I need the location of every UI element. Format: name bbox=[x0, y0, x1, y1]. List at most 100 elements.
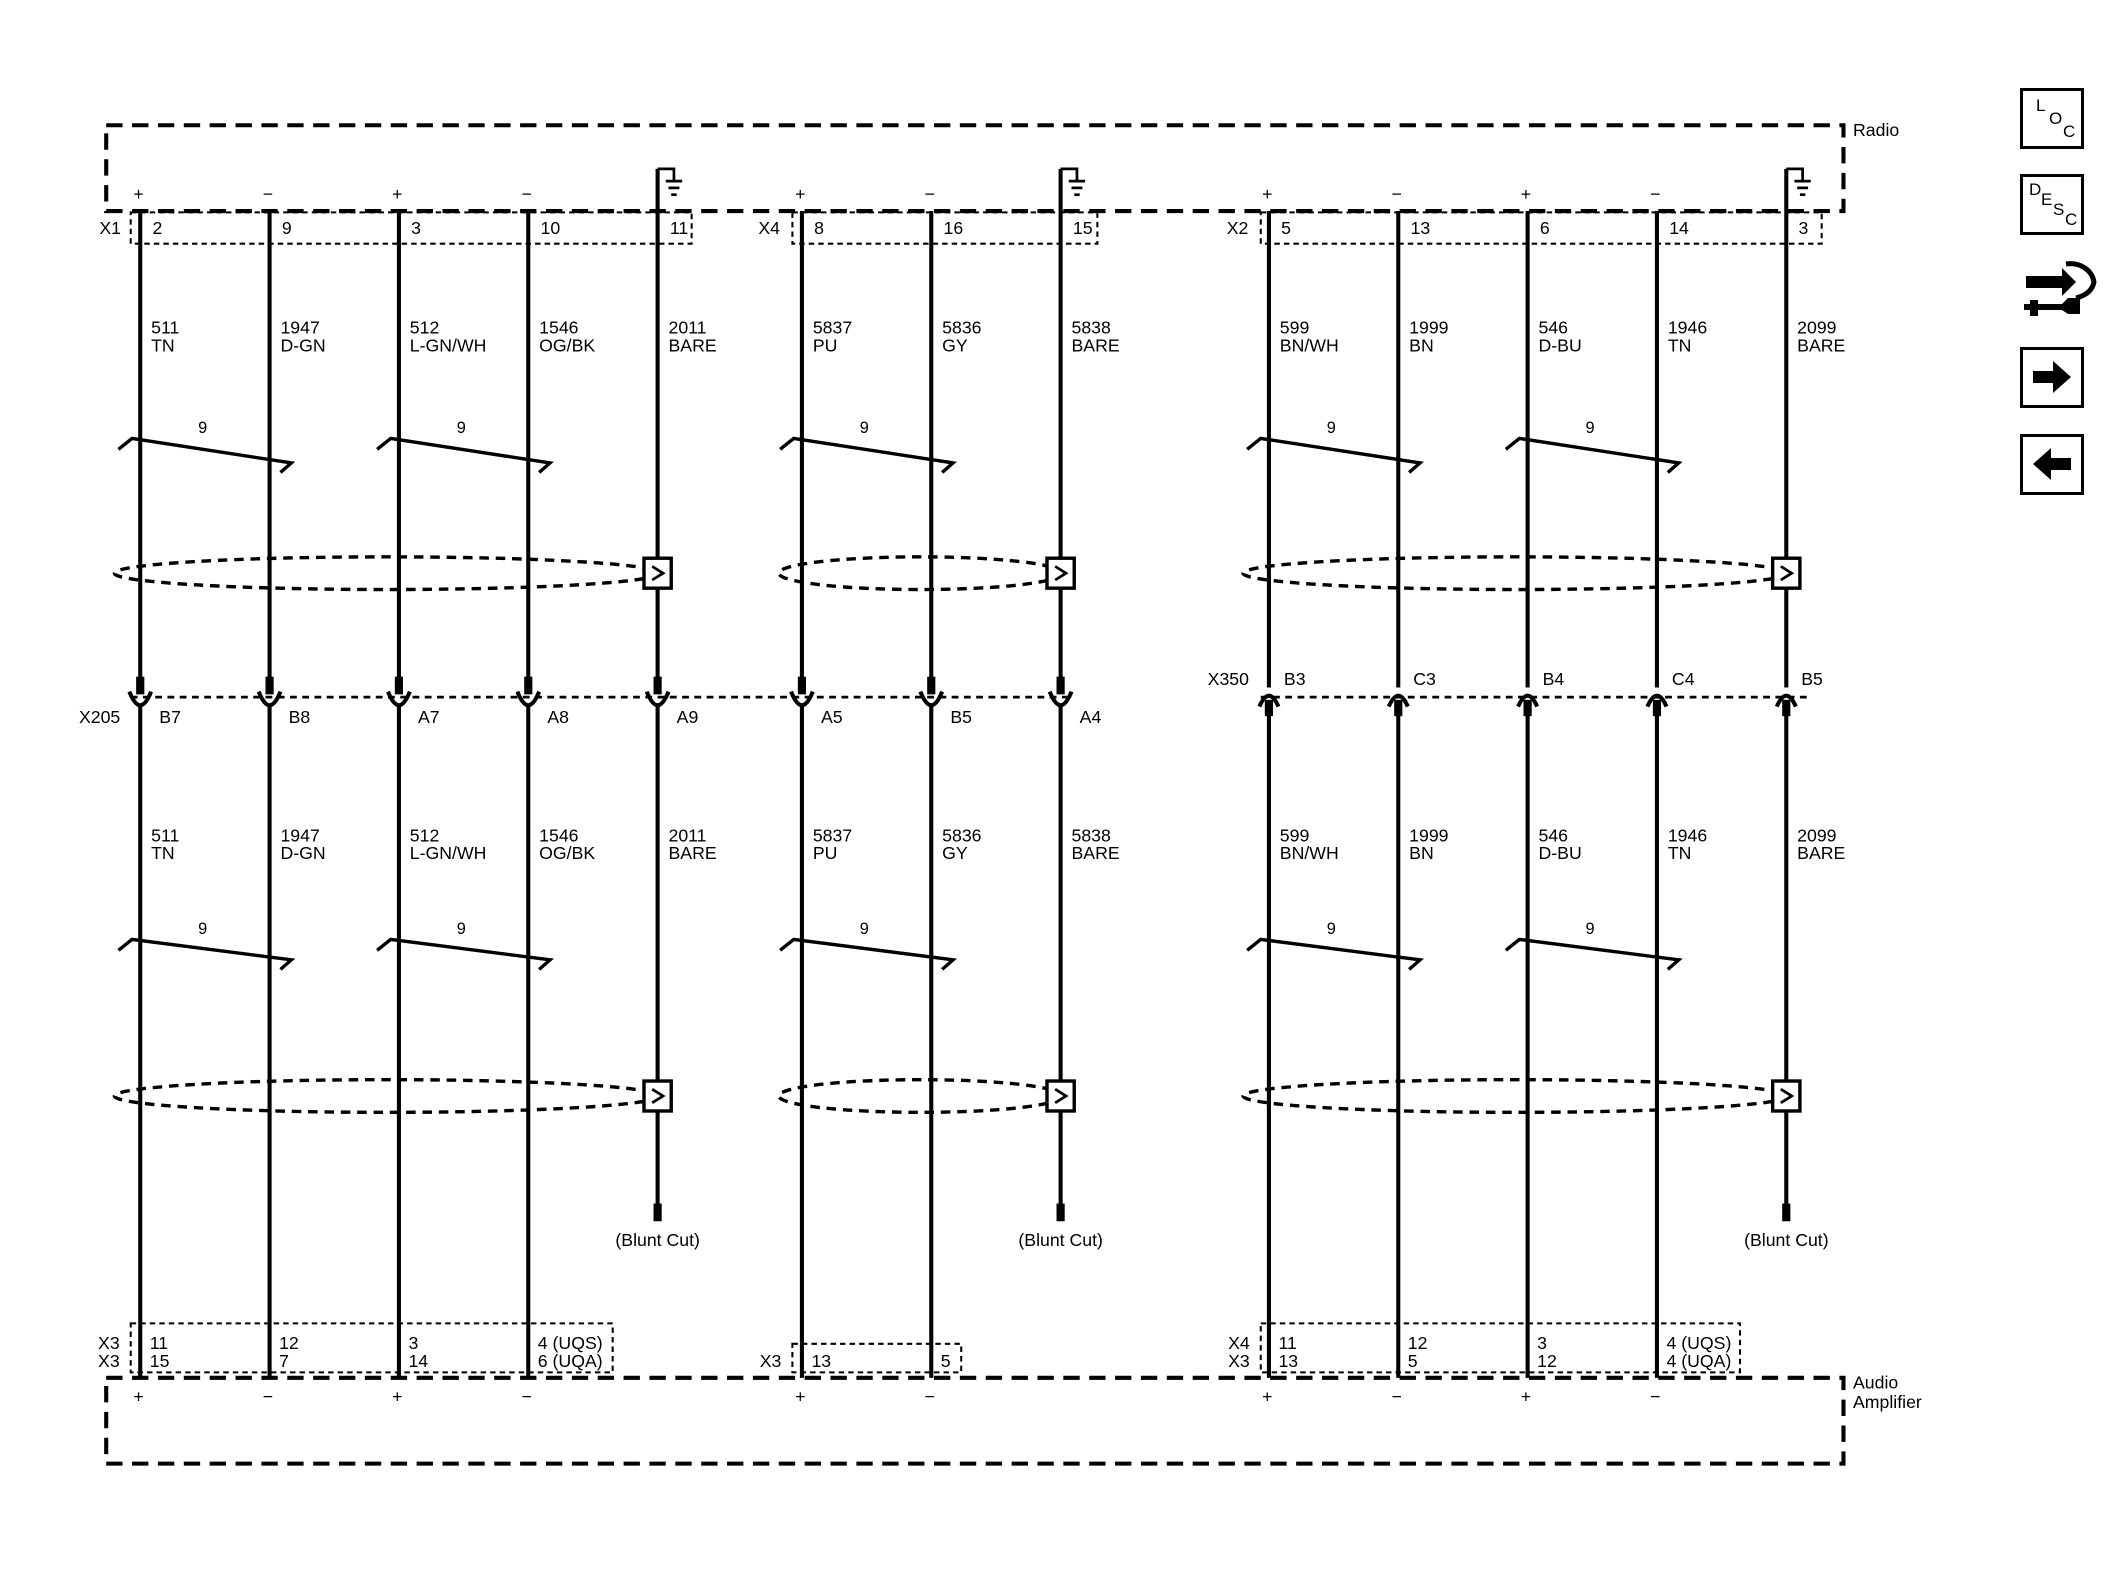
blunt-cut-end bbox=[653, 1203, 662, 1222]
bottom-pin-label: 5 bbox=[941, 1351, 951, 1371]
circuit-number-label: 1999 bbox=[1409, 318, 1448, 338]
inline-terminal-pin bbox=[394, 676, 404, 695]
desc-icon-letter-s: S bbox=[2053, 200, 2065, 219]
circuit-number-label: 5838 bbox=[1072, 825, 1112, 845]
inline-pin-label: A8 bbox=[547, 707, 569, 727]
polarity-mark: − bbox=[521, 184, 531, 204]
wire-color-label: D-GN bbox=[280, 843, 325, 863]
shield-ellipse bbox=[777, 1077, 1064, 1115]
inline-pin-label: A4 bbox=[1080, 707, 1102, 727]
shield-ellipse bbox=[112, 1077, 661, 1115]
polarity-mark: − bbox=[521, 1386, 531, 1406]
blunt-cut-end bbox=[1056, 1203, 1065, 1222]
inline-terminal-icon bbox=[1257, 693, 1281, 708]
wire-color-label: TN bbox=[1668, 335, 1692, 355]
twisted-pair-icon bbox=[1504, 436, 1683, 474]
desc-button[interactable]: D E S C bbox=[2020, 174, 2084, 235]
inline-terminal-icon bbox=[386, 690, 412, 708]
loc-icon-letter-l: L bbox=[2036, 96, 2046, 115]
twist-count-label: 9 bbox=[198, 419, 207, 437]
twisted-pair-icon bbox=[1246, 937, 1425, 971]
circuit-number-label: 1946 bbox=[1668, 318, 1708, 338]
radio-module-label: Radio bbox=[1853, 120, 1899, 140]
bottom-pin-label: 12 bbox=[279, 1333, 299, 1353]
blunt-cut-end bbox=[1782, 1203, 1791, 1222]
polarity-mark: − bbox=[1391, 1386, 1401, 1406]
wire-color-label: BARE bbox=[1072, 843, 1120, 863]
polarity-mark: − bbox=[1391, 184, 1401, 204]
bottom-connector-group1-label-a: X3 bbox=[98, 1333, 120, 1353]
polarity-mark: + bbox=[1262, 184, 1272, 204]
shield-drain-arrow bbox=[651, 1088, 666, 1104]
top-pin-label: 3 bbox=[1799, 218, 1809, 238]
top-pin-label: 15 bbox=[1073, 218, 1093, 238]
top-pin-label: 11 bbox=[670, 218, 688, 238]
bottom-connector-group3-label-a: X4 bbox=[1228, 1333, 1250, 1353]
inline-terminal-icon bbox=[1386, 693, 1410, 708]
shield-drain-icon bbox=[642, 556, 673, 590]
polarity-mark: + bbox=[795, 1386, 805, 1406]
shield-drain-arrow bbox=[1780, 1088, 1795, 1104]
twist-count-label: 9 bbox=[860, 419, 869, 437]
diagram-frame: Radio Audio Amplifier X1 X4 X2 X205 X350… bbox=[79, 120, 1922, 1466]
inline-pin-label: B5 bbox=[950, 707, 972, 727]
wire-color-label: GY bbox=[942, 843, 968, 863]
wire-color-label: BN bbox=[1409, 335, 1434, 355]
bottom-connector-group2-label: X3 bbox=[760, 1351, 782, 1371]
bottom-pin-label: 3 bbox=[408, 1333, 418, 1353]
wire-color-label: TN bbox=[1668, 843, 1692, 863]
wire-color-label: PU bbox=[813, 843, 838, 863]
shield-drain-icon bbox=[1045, 556, 1076, 590]
twisted-pair-icon bbox=[1246, 436, 1424, 474]
shield-ellipse bbox=[1241, 555, 1790, 592]
shield-drain-arrow bbox=[651, 565, 666, 582]
amplifier-module-label-line2: Amplifier bbox=[1853, 1392, 1922, 1412]
polarity-mark: − bbox=[924, 1386, 934, 1406]
circuit-number-label: 1546 bbox=[539, 825, 579, 845]
top-pin-label: 14 bbox=[1669, 218, 1689, 238]
loc-button[interactable]: L O C bbox=[2020, 88, 2084, 149]
wire-color-label: L-GN/WH bbox=[410, 843, 487, 863]
polarity-mark: − bbox=[1650, 184, 1660, 204]
inline-terminal-pin bbox=[653, 676, 662, 695]
inline-pin-label: A7 bbox=[418, 707, 440, 727]
circuit-number-label: 2011 bbox=[668, 318, 706, 338]
circuit-number-label: 1546 bbox=[539, 318, 579, 338]
desc-icon-letter-d: D bbox=[2029, 180, 2042, 199]
polarity-mark: − bbox=[263, 184, 273, 204]
shield-ellipse bbox=[112, 555, 661, 592]
inline-terminal-pin bbox=[1782, 699, 1791, 717]
inline-terminal-pin bbox=[797, 676, 807, 695]
connector-tool-button[interactable] bbox=[2018, 256, 2098, 326]
prev-button[interactable] bbox=[2020, 434, 2084, 495]
bottom-pin-label: 11 bbox=[1278, 1333, 1296, 1353]
twist-count-label: 9 bbox=[198, 920, 207, 938]
bottom-connector-group2-box bbox=[791, 1342, 963, 1374]
arrow-left-icon bbox=[2033, 448, 2071, 480]
polarity-mark: − bbox=[924, 184, 934, 204]
twist-count-label: 9 bbox=[457, 419, 466, 437]
wire-color-label: BARE bbox=[1797, 843, 1845, 863]
twist-count-label: 9 bbox=[1327, 419, 1336, 437]
wire-color-label: TN bbox=[151, 335, 175, 355]
wire-color-label: OG/BK bbox=[539, 843, 595, 863]
next-button[interactable] bbox=[2020, 347, 2084, 408]
radio-module-box bbox=[104, 123, 1846, 214]
polarity-mark: + bbox=[1521, 1386, 1531, 1406]
twisted-pair-icon bbox=[117, 436, 296, 474]
inline-connector-x350-label: X350 bbox=[1208, 669, 1249, 689]
bottom-connector-group1-label-b: X3 bbox=[98, 1351, 120, 1371]
top-pin-label: 2 bbox=[152, 218, 162, 238]
inline-terminal-pin bbox=[1264, 699, 1274, 717]
amplifier-module-label-line1: Audio bbox=[1853, 1373, 1898, 1393]
inline-terminal-pin bbox=[927, 676, 936, 695]
circuit-number-label: 5837 bbox=[813, 825, 852, 845]
connector-tool-icon bbox=[2024, 261, 2097, 316]
polarity-mark: + bbox=[133, 184, 143, 204]
wire-color-label: D-BU bbox=[1538, 843, 1581, 863]
bottom-pin-label: 15 bbox=[150, 1351, 170, 1371]
circuit-number-label: 512 bbox=[410, 318, 440, 338]
inline-terminal-pin bbox=[136, 676, 145, 695]
wire-color-label: L-GN/WH bbox=[410, 335, 487, 355]
polarity-mark: + bbox=[392, 1386, 402, 1406]
